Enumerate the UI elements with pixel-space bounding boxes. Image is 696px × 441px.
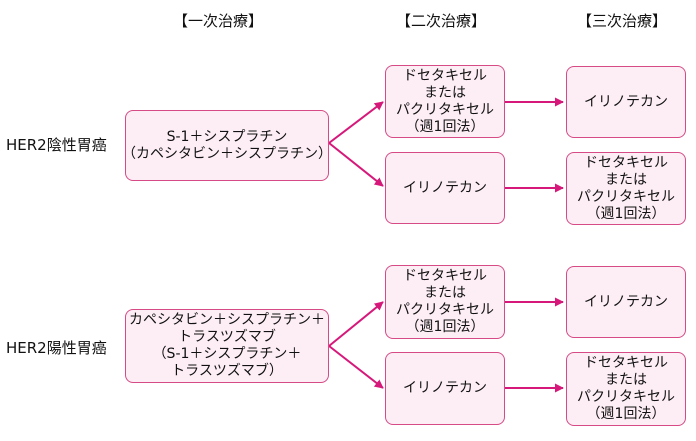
box-line: イリノテカン [403,179,487,196]
group-label-her2-negative: HER2陰性胃癌 [6,136,107,154]
box-line: （週1回法） [405,118,485,135]
box-line: カペシタビン＋シスプラチン＋ [129,312,325,328]
box-her2-negative-second-line-a: ドセタキセル または パクリタキセル （週1回法） [385,65,505,138]
box-line: イリノテカン [403,380,487,396]
box-line: （週1回法） [586,406,666,422]
box-line: （週1回法） [586,205,666,222]
box-line: ドセタキセル [584,355,668,371]
group-label-her2-positive: HER2陽性胃癌 [6,339,107,357]
box-line: パクリタキセル [577,188,675,205]
box-her2-negative-second-line-b: イリノテカン [385,152,505,224]
box-line: （カペシタビン＋シスプラチン） [122,145,332,162]
box-line: パクリタキセル [577,389,675,405]
header-third-line: 【三次治療】 [577,12,668,30]
box-line: ドセタキセル [403,67,487,84]
box-line: S-1＋シスプラチン [166,128,288,145]
box-her2-negative-first-line: S-1＋シスプラチン （カペシタビン＋シスプラチン） [122,110,332,181]
box-line: （S-1＋シスプラチン＋ [152,346,302,362]
box-line: または [424,84,466,101]
box-her2-negative-third-line-b: ドセタキセル または パクリタキセル （週1回法） [566,152,686,225]
box-her2-positive-second-line-b: イリノテカン [385,352,505,425]
box-her2-positive-third-line-a: イリノテカン [566,266,686,338]
header-first-line: 【一次治療】 [173,12,264,30]
arrow-pos-first-to-second-a [328,301,384,347]
arrow-neg-first-to-second-a [328,101,384,144]
box-her2-positive-first-line: カペシタビン＋シスプラチン＋ トラスツズマブ （S-1＋シスプラチン＋ トラスツ… [125,309,329,383]
box-line: トラスツズマブ [178,329,276,345]
box-line: イリノテカン [584,293,668,310]
box-line: または [605,372,647,388]
box-line: または [424,285,466,301]
box-line: トラスツズマブ） [171,363,283,379]
arrow-neg-first-to-second-b [328,142,384,187]
arrow-pos-first-to-second-b [328,345,384,389]
box-line: パクリタキセル [396,302,494,318]
box-line: または [605,171,647,188]
box-her2-positive-second-line-a: ドセタキセル または パクリタキセル （週1回法） [385,265,505,339]
header-second-line: 【二次治療】 [396,12,487,30]
box-line: ドセタキセル [403,268,487,284]
box-line: イリノテカン [584,93,668,110]
box-line: パクリタキセル [396,101,494,118]
box-line: （週1回法） [405,319,485,335]
box-her2-positive-third-line-b: ドセタキセル または パクリタキセル （週1回法） [566,352,686,426]
box-line: ドセタキセル [584,154,668,171]
box-her2-negative-third-line-a: イリノテカン [566,66,686,138]
